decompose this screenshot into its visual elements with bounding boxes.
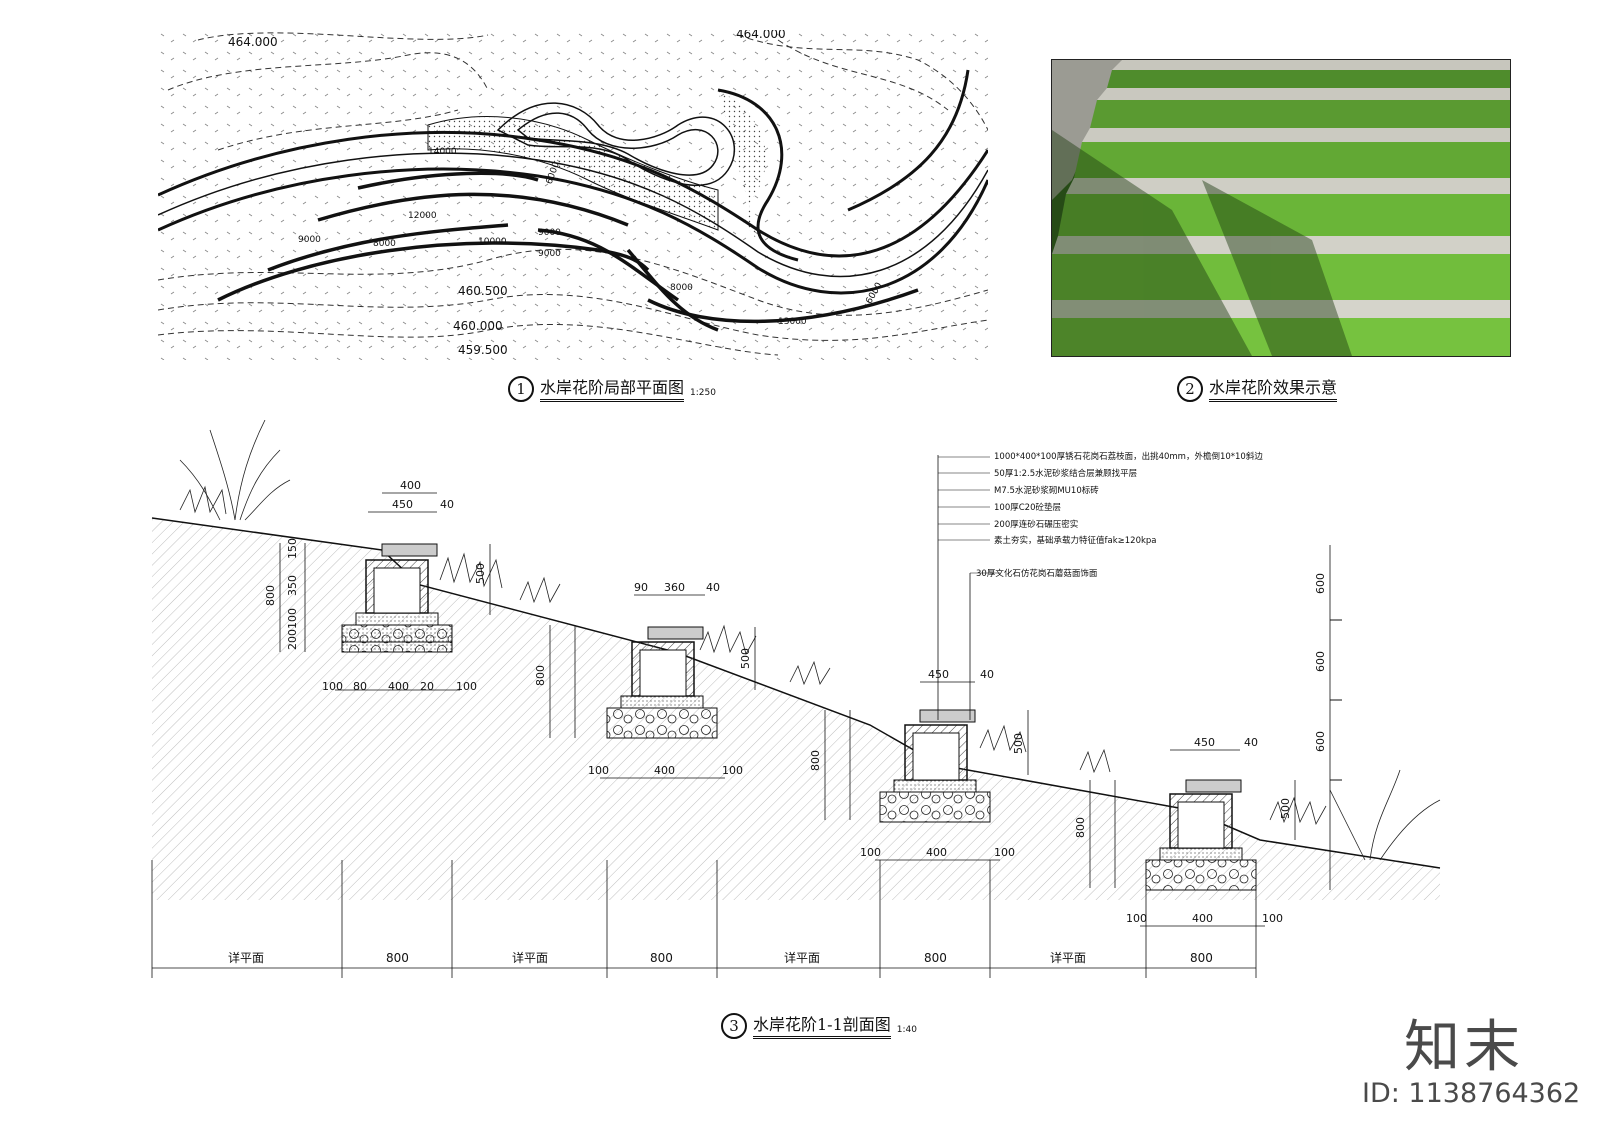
- svg-text:360: 360: [664, 581, 685, 594]
- bottom-dimension-labels: 详平面 800 详平面 800 详平面 800 详平面 800: [228, 950, 1213, 965]
- svg-text:40: 40: [706, 581, 720, 594]
- svg-text:460.000: 460.000: [453, 319, 503, 333]
- step-detail-4: [1145, 779, 1257, 891]
- svg-text:详平面: 详平面: [512, 950, 548, 965]
- svg-text:600: 600: [1314, 731, 1327, 752]
- svg-text:100: 100: [1262, 912, 1283, 925]
- section-caption-number: 3: [721, 1013, 747, 1039]
- plan-caption-title: 水岸花阶局部平面图: [540, 374, 685, 402]
- plan-caption-scale: 1:250: [690, 388, 716, 398]
- photo-caption-number: 2: [1177, 376, 1203, 402]
- section-caption: 3 水岸花阶1-1剖面图 1:40: [721, 1011, 917, 1039]
- plan-caption-number: 1: [508, 376, 534, 402]
- photo-caption-title: 水岸花阶效果示意: [1209, 374, 1338, 402]
- svg-text:800: 800: [1190, 951, 1213, 965]
- svg-text:200: 200: [286, 629, 299, 650]
- grass-tufts: [179, 420, 1441, 861]
- svg-text:500: 500: [1279, 798, 1292, 819]
- svg-text:100: 100: [1126, 912, 1147, 925]
- svg-text:M7.5水泥砂浆砌MU10标砖: M7.5水泥砂浆砌MU10标砖: [994, 485, 1099, 496]
- svg-text:459.500: 459.500: [458, 343, 508, 357]
- svg-text:800: 800: [386, 951, 409, 965]
- svg-text:450: 450: [928, 668, 949, 681]
- step-detail-3: [879, 709, 991, 823]
- svg-text:400: 400: [400, 479, 421, 492]
- section-notes: 1000*400*100厚锈石花岗石荔枝面，出挑40mm，外檐倒10*10斜边 …: [976, 451, 1263, 579]
- svg-text:800: 800: [809, 750, 822, 771]
- svg-text:100厚C20砼垫层: 100厚C20砼垫层: [994, 502, 1061, 513]
- svg-text:460.500: 460.500: [458, 284, 508, 298]
- svg-text:20: 20: [420, 680, 434, 693]
- svg-text:464.000: 464.000: [228, 35, 278, 49]
- svg-text:40: 40: [440, 498, 454, 511]
- section-drawing: 1000*400*100厚锈石花岗石荔枝面，出挑40mm，外檐倒10*10斜边 …: [151, 420, 1441, 978]
- photo-caption: 2 水岸花阶效果示意: [1177, 374, 1338, 402]
- svg-text:10000: 10000: [478, 237, 507, 247]
- svg-text:40: 40: [980, 668, 994, 681]
- right-dimension-labels: 600 600 600: [1314, 573, 1342, 781]
- svg-text:400: 400: [388, 680, 409, 693]
- svg-text:800: 800: [924, 951, 947, 965]
- svg-text:800: 800: [650, 951, 673, 965]
- svg-text:详平面: 详平面: [228, 950, 264, 965]
- svg-text:350: 350: [286, 575, 299, 596]
- svg-text:100: 100: [588, 764, 609, 777]
- svg-text:8000: 8000: [373, 239, 396, 249]
- svg-text:1000*400*100厚锈石花岗石荔枝面，出挑40mm，外: 1000*400*100厚锈石花岗石荔枝面，出挑40mm，外檐倒10*10斜边: [994, 451, 1263, 462]
- svg-text:800: 800: [1074, 817, 1087, 838]
- svg-text:40: 40: [1244, 736, 1258, 749]
- step-detail-2: [606, 626, 718, 739]
- svg-text:9000: 9000: [538, 249, 561, 259]
- svg-text:500: 500: [474, 563, 487, 584]
- svg-text:600: 600: [1314, 651, 1327, 672]
- svg-text:详平面: 详平面: [784, 950, 820, 965]
- svg-text:400: 400: [1192, 912, 1213, 925]
- svg-text:素土夯实，基础承载力特征值fak≥120kpa: 素土夯实，基础承载力特征值fak≥120kpa: [994, 535, 1157, 546]
- svg-text:13000: 13000: [778, 317, 807, 327]
- svg-text:100: 100: [286, 608, 299, 629]
- step-detail-1: [341, 543, 453, 653]
- plan-drawing: 14000 6000 12000 9000 10000 9000 8000 90…: [158, 30, 988, 360]
- svg-text:450: 450: [392, 498, 413, 511]
- svg-text:500: 500: [1012, 733, 1025, 754]
- svg-text:400: 400: [926, 846, 947, 859]
- svg-text:12000: 12000: [408, 211, 437, 221]
- svg-text:100: 100: [860, 846, 881, 859]
- svg-text:80: 80: [353, 680, 367, 693]
- svg-text:9000: 9000: [538, 228, 561, 238]
- svg-text:30厚文化石仿花岗石蘑菇面饰面: 30厚文化石仿花岗石蘑菇面饰面: [976, 568, 1098, 579]
- svg-text:600: 600: [1314, 573, 1327, 594]
- svg-text:400: 400: [654, 764, 675, 777]
- svg-text:464.000: 464.000: [736, 30, 786, 41]
- svg-text:90: 90: [634, 581, 648, 594]
- svg-text:800: 800: [534, 665, 547, 686]
- svg-text:100: 100: [994, 846, 1015, 859]
- svg-text:9000: 9000: [298, 235, 321, 245]
- svg-text:200厚连砂石碾压密实: 200厚连砂石碾压密实: [994, 519, 1078, 530]
- section-caption-scale: 1:40: [896, 1025, 917, 1035]
- svg-text:450: 450: [1194, 736, 1215, 749]
- svg-text:100: 100: [322, 680, 343, 693]
- step-dimension-labels: 400 450 40 800 150 350 100 200 500 100 8…: [264, 479, 1292, 925]
- svg-text:100: 100: [722, 764, 743, 777]
- watermark-id: ID: 1138764362: [1362, 1078, 1581, 1109]
- svg-text:50厚1:2.5水泥砂浆结合层兼顾找平层: 50厚1:2.5水泥砂浆结合层兼顾找平层: [994, 468, 1137, 479]
- svg-text:800: 800: [264, 585, 277, 606]
- watermark-logo: 知末: [1404, 1015, 1524, 1080]
- grass-steps-photo: [1051, 59, 1511, 357]
- svg-text:100: 100: [456, 680, 477, 693]
- svg-text:详平面: 详平面: [1050, 950, 1086, 965]
- svg-text:14000: 14000: [428, 147, 457, 157]
- svg-text:150: 150: [286, 538, 299, 559]
- svg-text:500: 500: [739, 648, 752, 669]
- svg-text:8000: 8000: [670, 283, 693, 293]
- plan-caption: 1 水岸花阶局部平面图 1:250: [508, 374, 716, 402]
- section-caption-title: 水岸花阶1-1剖面图: [753, 1011, 891, 1039]
- plan-elevation-labels: 464.000 464.000 460.500 460.000 459.500: [228, 30, 786, 357]
